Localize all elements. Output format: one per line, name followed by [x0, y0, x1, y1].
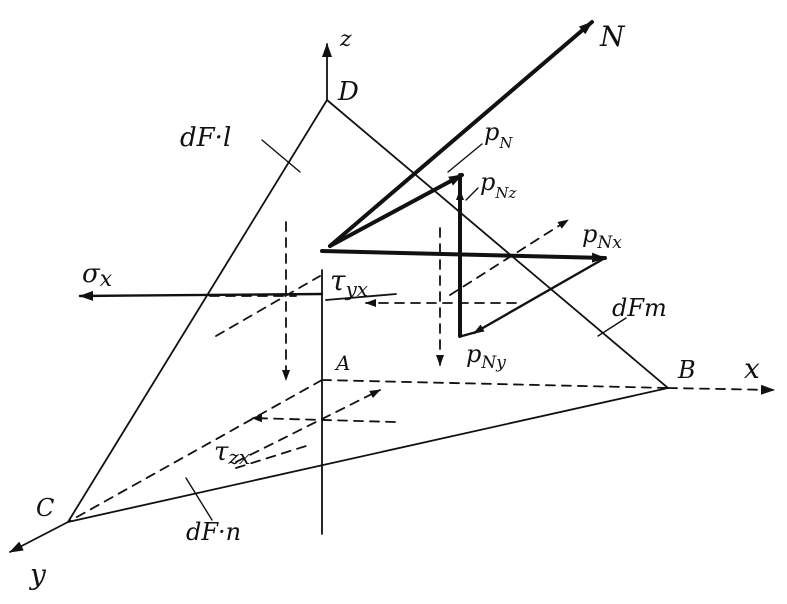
- tetrahedron-edges: [67, 99, 669, 523]
- label-axis-y: y: [28, 558, 47, 591]
- edge-d-c: [67, 99, 328, 523]
- leader-pnz: [465, 187, 479, 201]
- dash-diag-bottom: [235, 389, 381, 463]
- edge-a-b-hidden: [321, 379, 669, 389]
- label-point-b: B: [677, 356, 696, 384]
- pnx-to-pny-line: [472, 256, 607, 335]
- normal-n-arrow: [328, 20, 594, 248]
- label-p-n: pN: [484, 118, 513, 152]
- pny-base-line: [460, 329, 482, 338]
- label-sigma-x: σx: [82, 259, 113, 292]
- label-point-c: C: [36, 494, 54, 522]
- normal-and-resultant: [328, 20, 594, 248]
- face-stresses: [78, 290, 517, 423]
- sigma-x-arrow: [78, 290, 324, 301]
- label-point-d: D: [337, 77, 359, 107]
- leader-pn: [447, 143, 483, 173]
- label-axis-z: z: [339, 27, 352, 52]
- tau-zx-underline: [235, 445, 307, 469]
- text-labels: z D N dF·l pN pNz pNx pNy σx τyx dFm A B…: [28, 20, 760, 591]
- label-point-a: A: [334, 351, 350, 375]
- edge-c-b: [67, 387, 669, 523]
- leader-dfn: [185, 477, 213, 521]
- leader-lines: [185, 139, 627, 521]
- component-polygon: [320, 173, 607, 338]
- label-face-dfn: dF·n: [186, 518, 241, 546]
- projection-lines: [215, 219, 569, 469]
- dash-diag-left: [215, 275, 321, 337]
- dash-diag-right: [449, 219, 569, 296]
- edge-a-c-hidden: [67, 379, 323, 523]
- label-axis-n: N: [599, 20, 626, 53]
- leader-dfl: [261, 139, 301, 173]
- stress-pnx-arrow: [320, 249, 607, 263]
- axis-x-arrow: [667, 384, 775, 395]
- label-axis-x: x: [744, 352, 760, 385]
- label-p-nx: pNx: [582, 220, 622, 253]
- stress-pn-arrow: [328, 173, 464, 248]
- axis-y-arrow: [9, 521, 69, 553]
- edge-d-b: [326, 99, 669, 389]
- leader-dfm: [597, 317, 627, 337]
- label-p-ny: pNy: [466, 340, 506, 373]
- tau-yx-underline: [325, 293, 397, 301]
- label-p-nz: pNz: [480, 168, 517, 202]
- label-tau-zx: τzx: [214, 437, 250, 469]
- coordinate-axes: [9, 43, 775, 553]
- label-face-dfl: dF·l: [180, 123, 231, 153]
- label-tau-yx: τyx: [330, 264, 368, 301]
- label-face-dfm: dFm: [612, 294, 667, 322]
- tau-zx-arrow: [251, 414, 396, 423]
